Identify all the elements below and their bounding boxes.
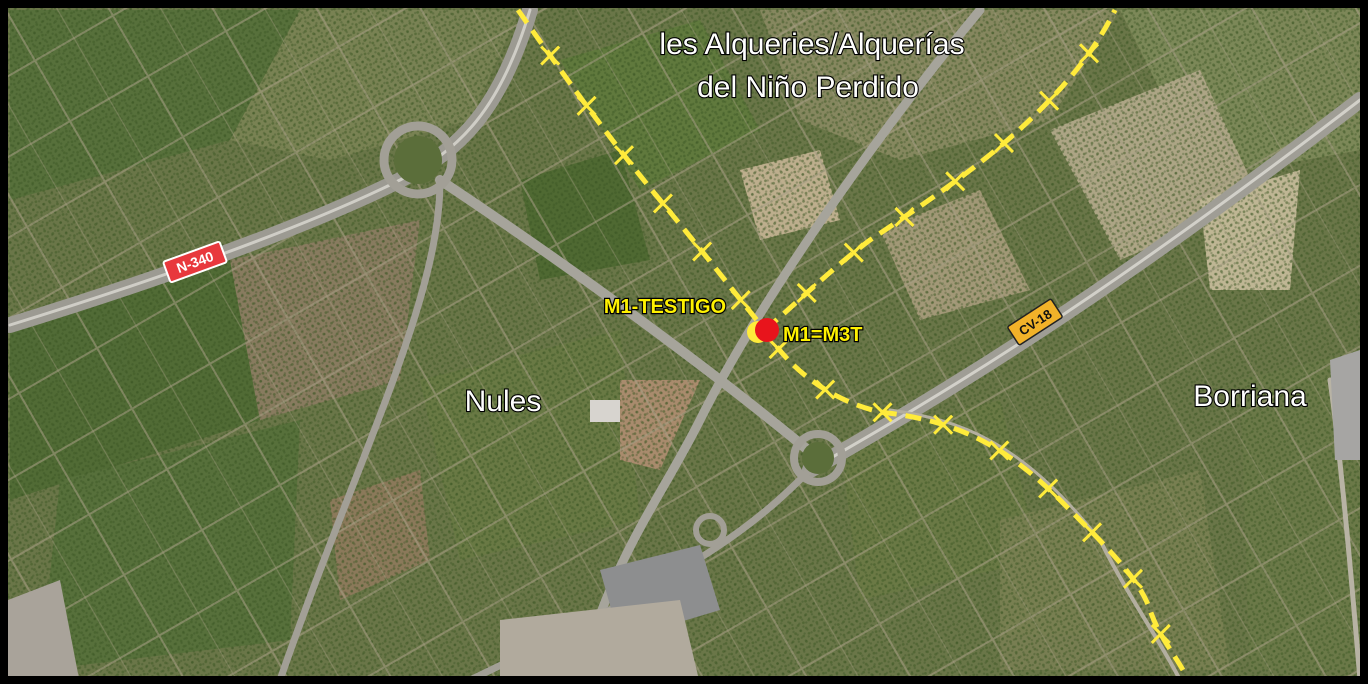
place-label-alquerias-2: del Niño Perdido [697, 71, 919, 104]
testigo-label: M1-TESTIGO [604, 296, 726, 318]
m1m3t-label: M1=M3T [783, 324, 862, 346]
place-label-nules: Nules [465, 385, 542, 418]
place-label-borriana: Borriana [1193, 380, 1307, 413]
place-label-alquerias-1: les Alqueries/Alquerías [659, 28, 964, 61]
m1-point-marker[interactable] [755, 318, 779, 342]
